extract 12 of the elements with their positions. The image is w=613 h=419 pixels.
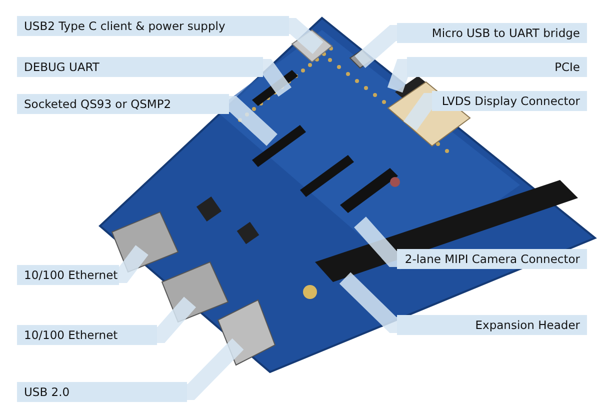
callout-label: LVDS Display Connector — [432, 91, 587, 111]
callout-label: Socketed QS93 or QSMP2 — [17, 94, 229, 114]
callout-label: USB2 Type C client & power supply — [17, 16, 289, 36]
callout-label: Expansion Header — [397, 315, 587, 335]
leader-line — [387, 59, 411, 93]
callout-label: 10/100 Ethernet — [17, 265, 119, 285]
callout-label: 2-lane MIPI Camera Connector — [397, 249, 587, 269]
callout-label: Micro USB to UART bridge — [397, 23, 587, 43]
callout-label: PCIe — [407, 57, 587, 77]
callout-label: DEBUG UART — [17, 57, 263, 77]
callout-label: 10/100 Ethernet — [17, 325, 157, 345]
callout-label: USB 2.0 — [17, 382, 187, 402]
